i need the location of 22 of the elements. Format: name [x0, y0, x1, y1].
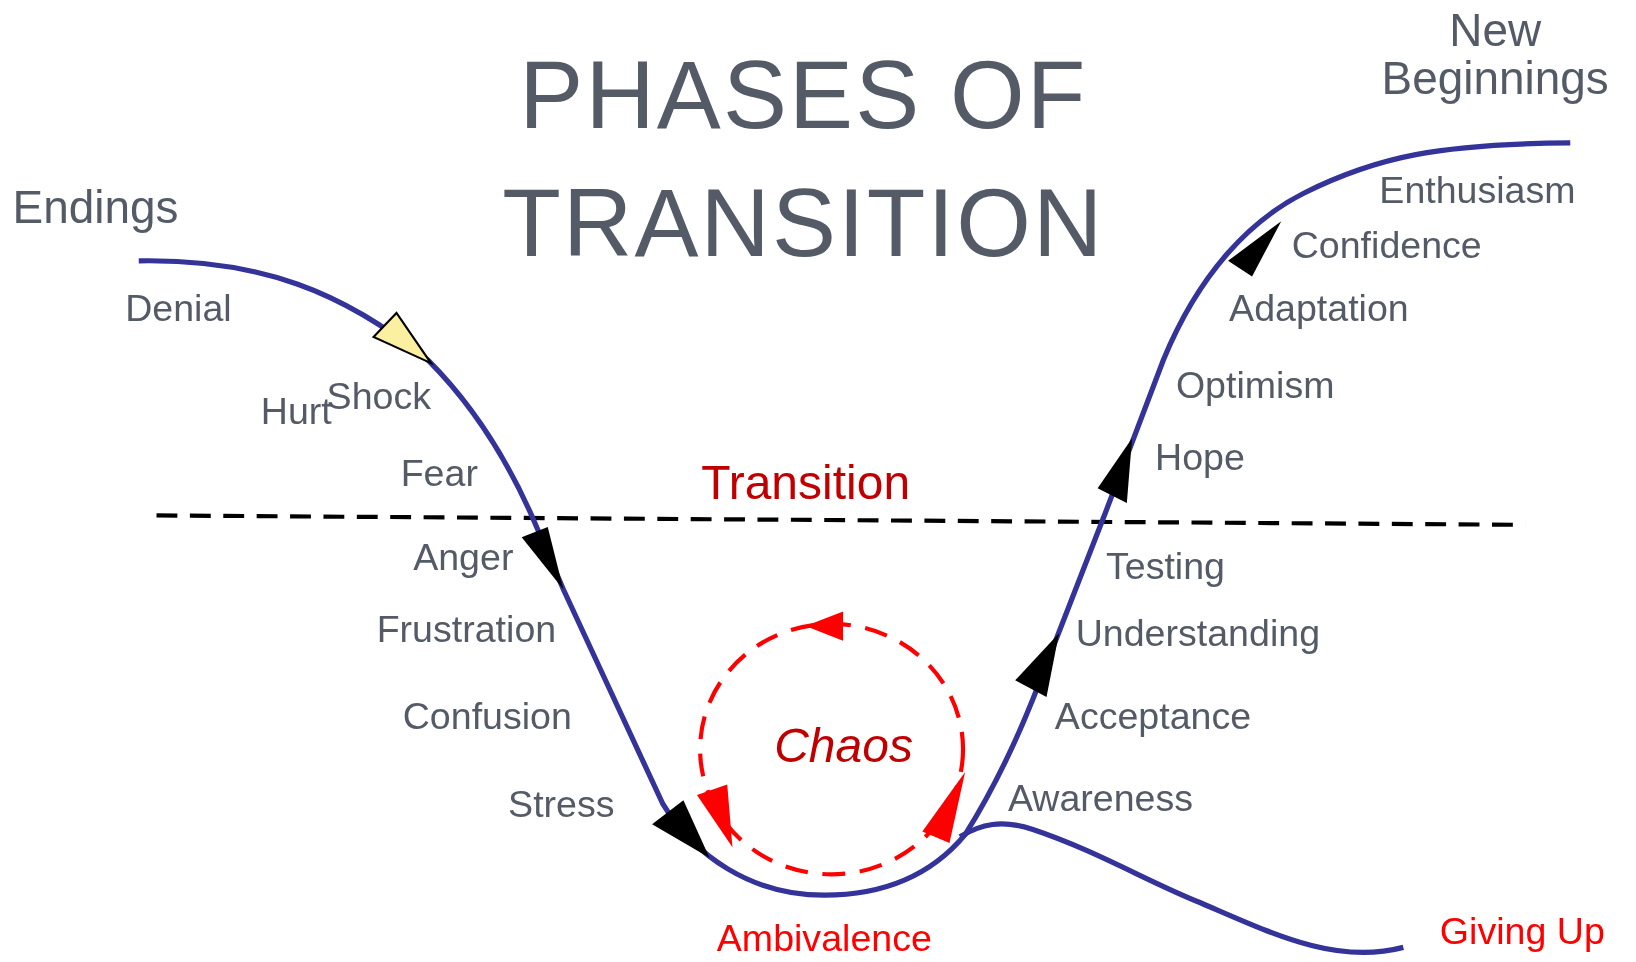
- emotion-label: Enthusiasm: [1379, 171, 1576, 211]
- emotion-label: Hope: [1155, 437, 1245, 477]
- zone-label: Chaos: [774, 719, 913, 771]
- outcome-label: Giving Up: [1439, 911, 1605, 952]
- emotion-label: Anger: [413, 537, 514, 577]
- emotion-label: Stress: [508, 784, 615, 825]
- emotion-label: Confidence: [1291, 225, 1482, 265]
- emotion-label: Awareness: [1007, 778, 1194, 818]
- emotion-label: Testing: [1105, 546, 1225, 587]
- phase-label: New Beginnings: [1380, 6, 1610, 103]
- emotion-label: Adaptation: [1229, 289, 1409, 329]
- phase-label: Endings: [12, 183, 179, 232]
- emotion-label: Confusion: [402, 696, 572, 737]
- title: PHASES OF TRANSITION: [501, 40, 1106, 278]
- emotion-label: Denial: [125, 289, 232, 329]
- emotion-label: Frustration: [376, 609, 557, 649]
- emotion-label: Understanding: [1075, 613, 1321, 653]
- phase-label: Transition: [701, 457, 911, 508]
- emotion-label: Optimism: [1175, 365, 1335, 405]
- outcome-label: Ambivalence: [716, 918, 932, 958]
- emotion-label: Fear: [400, 453, 478, 494]
- emotion-label: Acceptance: [1054, 696, 1252, 737]
